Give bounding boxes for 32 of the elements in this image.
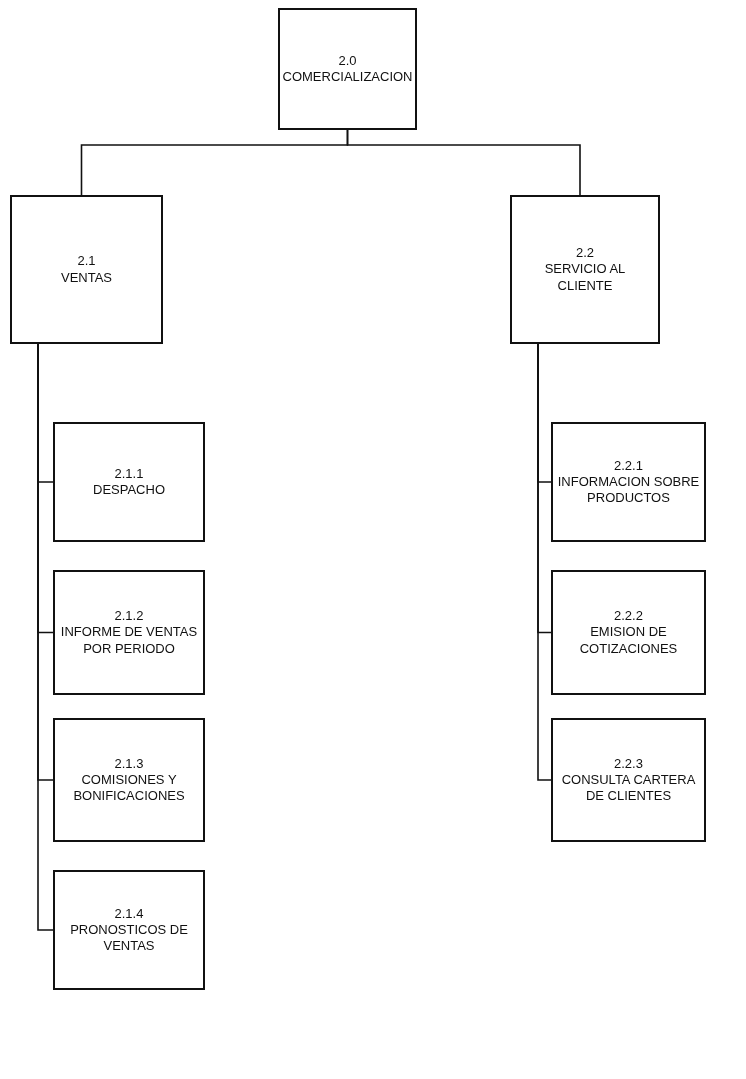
node-number: 2.1.3 xyxy=(114,755,144,772)
node-title: INFORMACION SOBRE PRODUCTOS xyxy=(557,473,700,507)
node-title: COMERCIALIZACION xyxy=(282,69,413,86)
node-number: 2.2.3 xyxy=(614,755,643,772)
node-title: CONSULTA CARTERA DE CLIENTES xyxy=(560,771,697,805)
process-box xyxy=(53,422,205,542)
connector-line xyxy=(346,129,581,196)
node-number: 2.1 xyxy=(77,253,96,270)
process-box xyxy=(510,195,660,344)
node-title: PRONOSTICOS DE VENTAS xyxy=(69,921,189,955)
process-box xyxy=(551,570,706,695)
process-box xyxy=(278,8,417,130)
process-box xyxy=(53,718,205,842)
node-number: 2.2.2 xyxy=(614,608,643,625)
node-title: SERVICIO AL CLIENTE xyxy=(543,261,627,294)
node-number: 2.1.1 xyxy=(114,465,144,482)
process-box xyxy=(10,195,163,344)
node-title: DESPACHO xyxy=(93,482,165,499)
connector-line xyxy=(537,343,552,781)
node-title: INFORME DE VENTAS POR PERIODO xyxy=(59,624,199,657)
node-title: EMISION DE COTIZACIONES xyxy=(578,624,679,657)
node-title: VENTAS xyxy=(60,269,113,286)
node-number: 2.2 xyxy=(575,245,595,262)
node-title: COMISIONES Y BONIFICACIONES xyxy=(72,771,186,805)
node-number: 2.0 xyxy=(338,52,357,69)
process-box xyxy=(551,718,706,842)
node-number: 2.2.1 xyxy=(614,457,643,474)
node-number: 2.1.2 xyxy=(114,608,144,625)
node-number: 2.1.4 xyxy=(114,905,144,922)
process-box xyxy=(551,422,706,542)
process-box xyxy=(53,870,205,990)
process-box xyxy=(53,570,205,695)
